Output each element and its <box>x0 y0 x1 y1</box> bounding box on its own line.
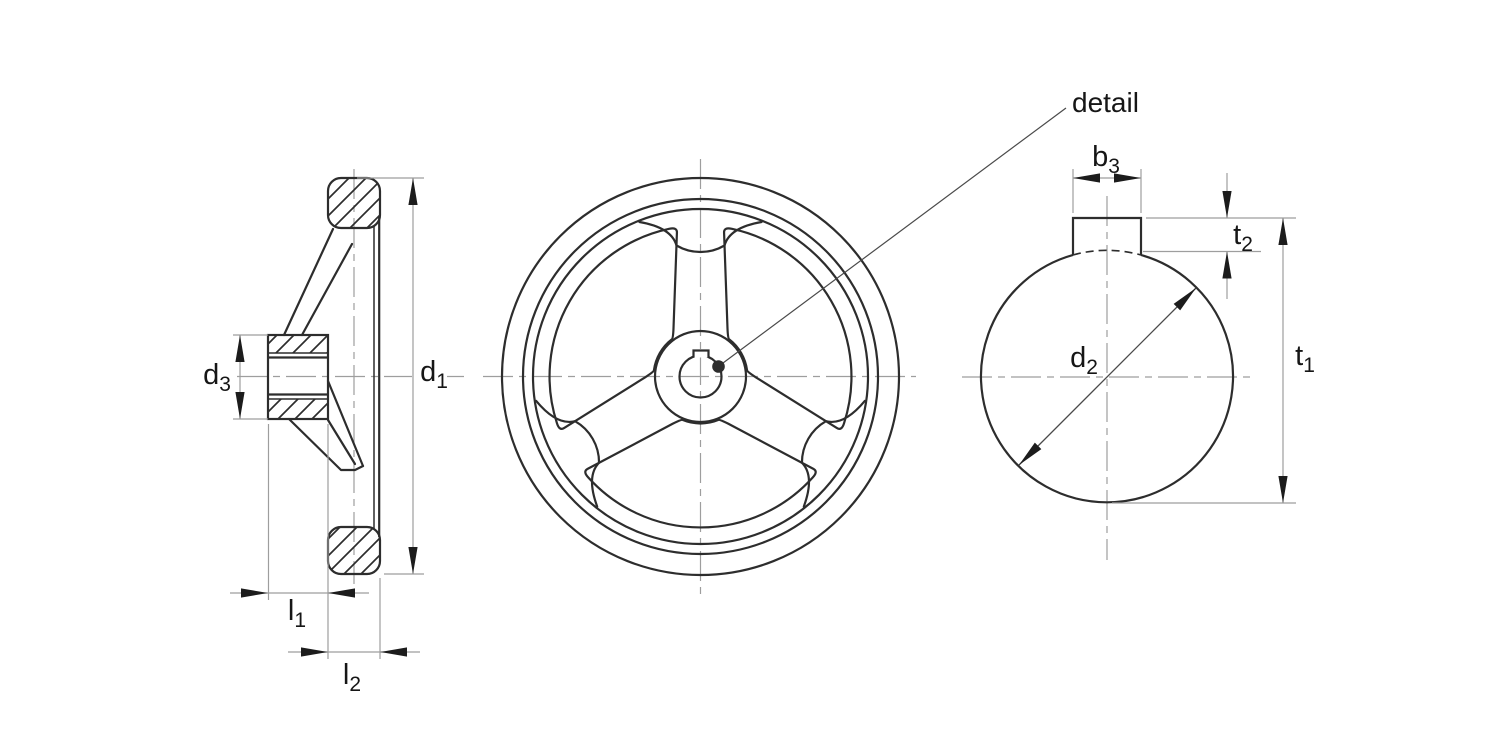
dimension-d3: d3 <box>203 334 268 420</box>
dimension-d1: d1 <box>357 177 448 575</box>
dimension-t1: t1 <box>1112 218 1315 504</box>
rim-front-edge-circle <box>521 197 880 556</box>
rim-circles <box>500 176 901 577</box>
label-d3: d3 <box>203 359 231 396</box>
arrowhead <box>241 588 268 598</box>
arrowhead <box>1015 442 1042 469</box>
arrowhead <box>1222 251 1232 279</box>
label-t1: t1 <box>1295 340 1315 377</box>
dimension-b3: b3 <box>1072 141 1142 213</box>
label-l1: l1 <box>288 595 306 632</box>
label-detail: detail <box>1072 87 1139 118</box>
arrowhead <box>235 392 245 419</box>
detail-leader-line <box>722 107 1067 364</box>
centerlines <box>237 159 1251 594</box>
arrowhead <box>1278 218 1288 245</box>
rim-section-top <box>326 176 382 230</box>
arrowhead <box>1222 191 1232 218</box>
label-l2: l2 <box>343 659 361 696</box>
dimension-t2: t2 <box>1143 173 1296 299</box>
rim-outer-circle <box>500 176 901 577</box>
dimension-d2: d2 <box>1015 284 1200 469</box>
front-view: detail <box>500 87 1139 577</box>
arrowhead <box>328 588 355 598</box>
label-b3: b3 <box>1092 141 1120 178</box>
hub-circle <box>653 329 748 424</box>
hub-outline <box>266 333 330 421</box>
spoke-window-upper-left <box>511 200 722 456</box>
keyway-detail-outline <box>1071 216 1143 255</box>
arrowhead <box>1173 284 1200 311</box>
arrowhead <box>301 647 328 657</box>
bore-hidden-arc-dashed <box>1072 249 1142 256</box>
dimension-l1: l1 <box>230 424 369 659</box>
lower-spoke-side <box>287 379 365 472</box>
arrowhead <box>408 178 418 205</box>
side-section-view: d3 d1 l1 <box>203 176 448 696</box>
bore-detail-circle <box>979 253 1235 504</box>
arrowhead <box>380 647 407 657</box>
bore-detail-view: b3 t2 t1 <box>979 141 1315 504</box>
arrowhead <box>408 547 418 574</box>
arrowhead <box>1278 476 1288 503</box>
upper-spoke-side <box>282 227 354 337</box>
hub-bore-lines <box>268 352 328 400</box>
label-d1: d1 <box>420 356 448 393</box>
detail-marker-dot <box>712 360 725 373</box>
rim-inner-circle <box>531 207 870 546</box>
arrowhead <box>1073 173 1100 183</box>
keyway-notch <box>692 349 710 358</box>
dimension-l2: l2 <box>288 578 420 696</box>
arrowhead <box>235 335 245 362</box>
rim-section-bottom <box>326 525 382 576</box>
label-t2: t2 <box>1233 219 1253 256</box>
label-d2: d2 <box>1070 342 1098 379</box>
hub-hatch-bottom <box>268 399 328 419</box>
hub-hatch-top <box>268 335 328 353</box>
spoke-window-upper-right <box>679 200 890 456</box>
